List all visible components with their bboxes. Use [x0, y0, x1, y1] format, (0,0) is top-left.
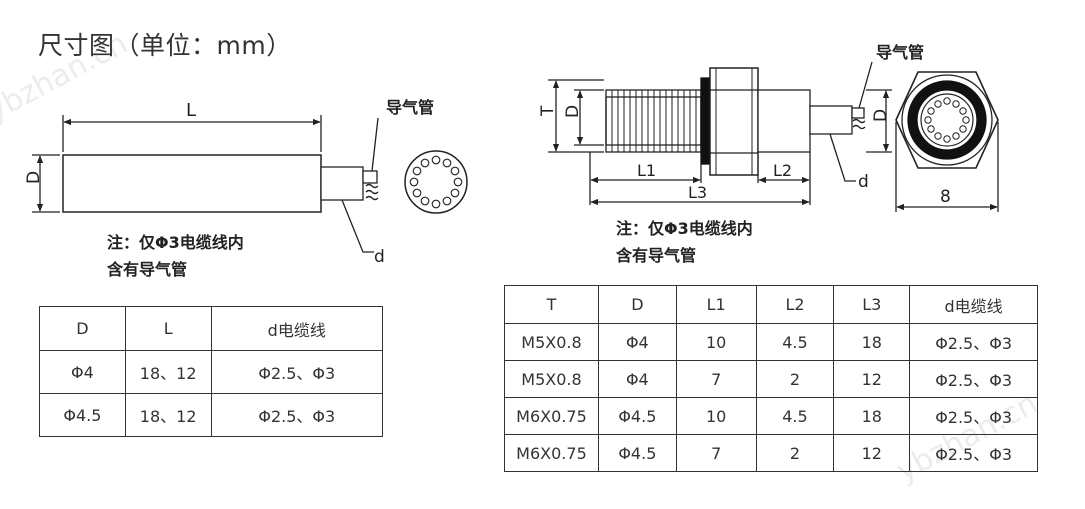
label-T: T	[538, 105, 558, 117]
table-cell: M5X0.8	[504, 360, 599, 398]
table-cell: Φ2.5、Φ3	[909, 434, 1038, 472]
table-header: d电缆线	[210, 306, 384, 351]
table-cell: 4.5	[755, 323, 835, 361]
table-cell: 18、12	[124, 350, 212, 394]
table-cell: 12	[833, 434, 911, 472]
table-cell: Φ2.5、Φ3	[909, 360, 1038, 398]
air-tube	[362, 170, 378, 184]
table-header-row: D L d电缆线	[39, 306, 384, 351]
table-row: M5X0.8 Φ4 7 2 12 Φ2.5、Φ3	[504, 360, 1038, 398]
table-cell: 4.5	[755, 397, 835, 435]
table-cell: Φ2.5、Φ3	[210, 350, 384, 394]
end-view	[404, 150, 468, 214]
note-right-line1: 注：仅Φ3电缆线内	[616, 219, 753, 238]
label-tube-left: 导气管	[386, 98, 434, 117]
table-cell: 12	[833, 360, 911, 398]
label-8: 8	[940, 187, 951, 207]
note-left-line1: 注：仅Φ3电缆线内	[107, 233, 244, 252]
table-cell: 2	[755, 360, 835, 398]
note-right-line2: 含有导气管	[616, 246, 697, 265]
table-cell: Φ4.5	[597, 434, 677, 472]
note-left-line2: 含有导气管	[107, 260, 188, 279]
label-L1: L1	[637, 161, 656, 180]
table-cell: 18	[833, 323, 911, 361]
note-left: 注：仅Φ3电缆线内 含有导气管	[107, 229, 244, 283]
label-d-right: d	[858, 172, 869, 192]
table-cell: 2	[755, 434, 835, 472]
page-title: 尺寸图（单位：mm）	[38, 31, 292, 60]
label-L2: L2	[773, 161, 792, 180]
table-cell: Φ4	[597, 360, 677, 398]
table-cell: Φ2.5、Φ3	[909, 397, 1038, 435]
table-header: D	[39, 306, 126, 351]
table-header: T	[504, 285, 599, 324]
table-row: M6X0.75 Φ4.5 7 2 12 Φ2.5、Φ3	[504, 434, 1038, 472]
table-cell: M6X0.75	[504, 434, 599, 472]
table-cell: 7	[675, 360, 757, 398]
table-row: M6X0.75 Φ4.5 10 4.5 18 Φ2.5、Φ3	[504, 397, 1038, 435]
table-header: d电缆线	[909, 285, 1038, 324]
table-header: L2	[755, 285, 835, 324]
table-cell: 10	[675, 397, 757, 435]
spec-table-right: T D L1 L2 L3 d电缆线 M5X0.8 Φ4 10 4.5 18 Φ2…	[504, 285, 1038, 472]
table-cell: M6X0.75	[504, 397, 599, 435]
table-row: Φ4 18、12 Φ2.5、Φ3	[39, 350, 384, 394]
table-header: D	[597, 285, 677, 324]
table-cell: 18、12	[124, 393, 212, 437]
table-cell: M5X0.8	[504, 323, 599, 361]
label-tube-right: 导气管	[876, 43, 924, 62]
table-cell: Φ4.5	[39, 393, 126, 437]
table-row: Φ4.5 18、12 Φ2.5、Φ3	[39, 393, 384, 437]
table-header: L3	[833, 285, 911, 324]
label-D-cable: D	[871, 109, 891, 122]
right-sensor-drawing	[548, 61, 999, 212]
table-cell: Φ2.5、Φ3	[909, 323, 1038, 361]
note-right: 注：仅Φ3电缆线内 含有导气管	[616, 215, 753, 269]
left-sensor-drawing	[32, 115, 468, 253]
table-cell: Φ4	[597, 323, 677, 361]
spec-table-left: D L d电缆线 Φ4 18、12 Φ2.5、Φ3 Φ4.5 18、12 Φ2.…	[39, 306, 384, 437]
table-cell: 18	[833, 397, 911, 435]
table-header: L	[124, 306, 212, 351]
label-L3: L3	[688, 183, 707, 202]
table-cell: Φ4.5	[597, 397, 677, 435]
table-header: L1	[675, 285, 757, 324]
table-cell: 7	[675, 434, 757, 472]
table-cell: Φ4	[39, 350, 126, 394]
cable	[320, 166, 364, 201]
table-header-row: T D L1 L2 L3 d电缆线	[504, 285, 1038, 324]
label-L: L	[186, 100, 196, 121]
table-row: M5X0.8 Φ4 10 4.5 18 Φ2.5、Φ3	[504, 323, 1038, 361]
table-cell: 10	[675, 323, 757, 361]
sensor-body	[62, 154, 322, 213]
label-D-left: D	[24, 171, 44, 184]
label-d-left: d	[374, 247, 385, 267]
label-D-right: D	[563, 105, 583, 118]
table-cell: Φ2.5、Φ3	[210, 393, 384, 437]
